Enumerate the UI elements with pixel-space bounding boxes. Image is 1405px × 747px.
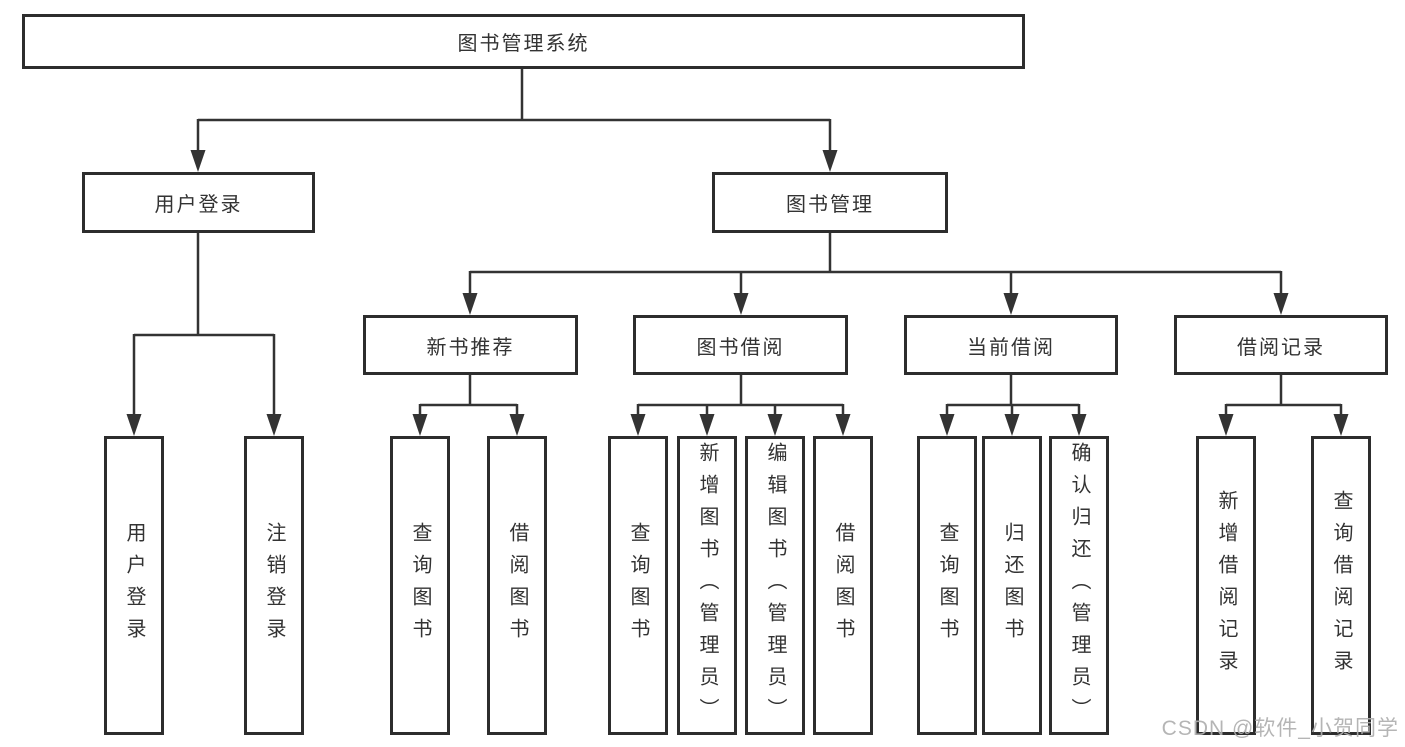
node-user-login: 用户登录 [82,172,315,233]
leaf-label: 编辑图书（管理员） [764,441,786,730]
leaf-label: 查询借阅记录 [1330,489,1352,682]
arrowhead-icon [1333,414,1349,436]
connector-book-management-to-level3 [468,233,1283,295]
connector-new-book-to-leaves [418,375,519,416]
node-new-book-recommend: 新书推荐 [363,315,578,375]
leaf-label: 查询图书 [627,521,649,650]
arrowhead-icon [822,150,838,172]
leaf-label: 确认归还（管理员） [1068,441,1090,730]
arrowhead-icon [1218,414,1234,436]
node-book-borrow: 图书借阅 [633,315,848,375]
leaf-add-book-admin: 新增图书（管理员） [677,436,737,735]
arrowhead-icon [412,414,428,436]
connector-book-borrow-to-leaves [636,375,845,416]
leaf-user-login: 用户登录 [104,436,164,735]
arrowhead-icon [126,414,142,436]
leaf-query-books-current: 查询图书 [917,436,977,735]
node-book-management: 图书管理 [712,172,948,233]
leaf-edit-book-admin: 编辑图书（管理员） [745,436,805,735]
leaf-borrow-books-recommend: 借阅图书 [487,436,547,735]
leaf-query-books-recommend: 查询图书 [390,436,450,735]
connector-user-login-to-leaves [132,233,276,416]
arrowhead-icon [767,414,783,436]
arrowhead-icon [733,293,749,315]
csdn-watermark: CSDN @软件_小贺同学 [1161,717,1399,740]
leaf-label: 查询图书 [936,521,958,650]
arrowhead-icon [699,414,715,436]
leaf-label: 归还图书 [1001,521,1023,650]
leaf-label: 借阅图书 [832,521,854,650]
leaf-add-borrow-record: 新增借阅记录 [1196,436,1256,735]
arrowhead-icon [190,150,206,172]
arrowhead-icon [835,414,851,436]
connector-current-borrow-to-leaves [945,375,1081,416]
leaf-label: 借阅图书 [506,521,528,650]
leaf-label: 查询图书 [409,521,431,650]
arrowhead-icon [509,414,525,436]
leaf-return-books: 归还图书 [982,436,1042,735]
node-library-system: 图书管理系统 [22,14,1025,69]
leaf-label: 新增借阅记录 [1215,489,1237,682]
leaf-label: 用户登录 [123,521,145,650]
leaf-query-books-borrow: 查询图书 [608,436,668,735]
leaf-label: 新增图书（管理员） [696,441,718,730]
node-current-borrow: 当前借阅 [904,315,1118,375]
arrowhead-icon [266,414,282,436]
connector-root-to-level2 [196,69,832,152]
leaf-logout: 注销登录 [244,436,304,735]
connector-borrow-records-to-leaves [1224,375,1343,416]
arrowhead-icon [462,293,478,315]
leaf-query-borrow-record: 查询借阅记录 [1311,436,1371,735]
node-borrow-records: 借阅记录 [1174,315,1388,375]
arrowhead-icon [1273,293,1289,315]
arrowhead-icon [939,414,955,436]
arrowhead-icon [1004,414,1020,436]
leaf-confirm-return-admin: 确认归还（管理员） [1049,436,1109,735]
arrowhead-icon [1003,293,1019,315]
leaf-label: 注销登录 [263,521,285,650]
arrowhead-icon [630,414,646,436]
arrowhead-icon [1071,414,1087,436]
leaf-borrow-books: 借阅图书 [813,436,873,735]
